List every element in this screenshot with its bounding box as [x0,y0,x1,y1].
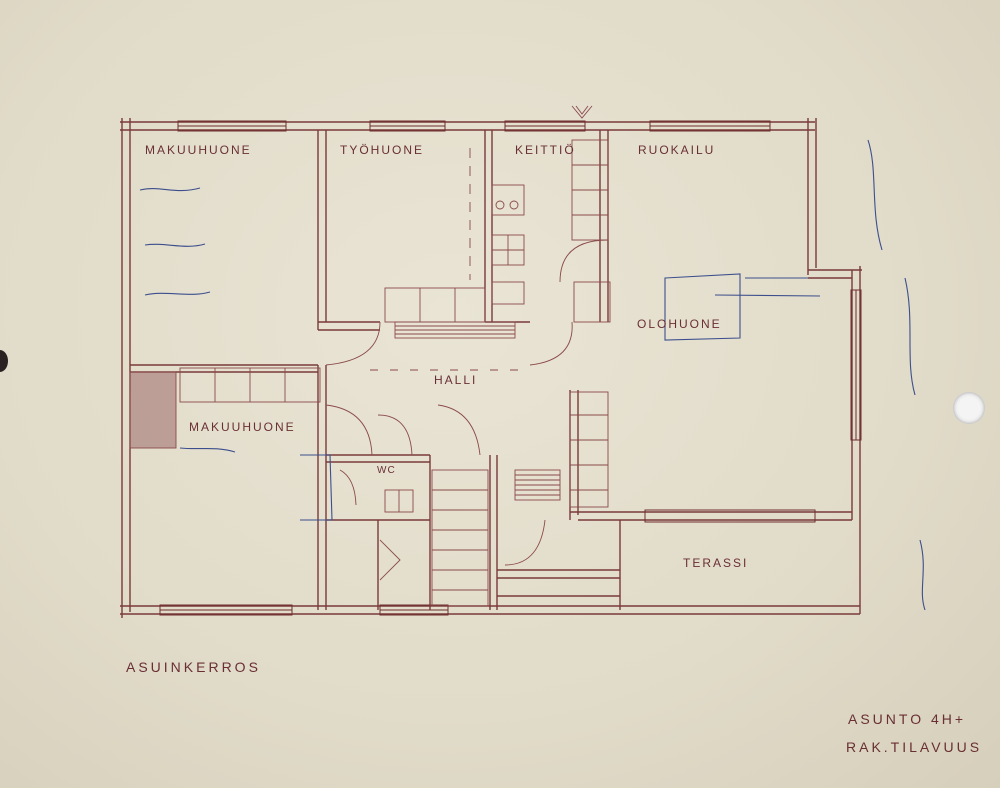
room-label-makuuhuone-2: MAKUUHUONE [189,420,296,434]
room-label-halli: HALLI [434,373,478,387]
punch-hole-left [0,350,8,372]
room-label-ruokailu: RUOKAILU [638,143,716,157]
room-label-terassi: TERASSI [683,556,749,570]
note-line-1: ASUNTO 4H+ [848,711,967,727]
room-label-tyohuone: TYÖHUONE [340,143,425,157]
note-line-2: RAK.TILAVUUS [846,739,983,755]
punch-hole [953,392,985,424]
built-in-furniture [129,139,611,607]
floor-caption: ASUINKERROS [126,659,261,675]
room-label-makuuhuone-1: MAKUUHUONE [145,143,252,157]
room-label-keittio: KEITTIÖ [515,143,576,157]
windows [159,105,862,616]
room-label-wc: WC [377,465,396,476]
room-label-olohuone: OLOHUONE [637,317,722,331]
door-swings [325,148,609,566]
blue-sketch-marks [139,139,926,611]
